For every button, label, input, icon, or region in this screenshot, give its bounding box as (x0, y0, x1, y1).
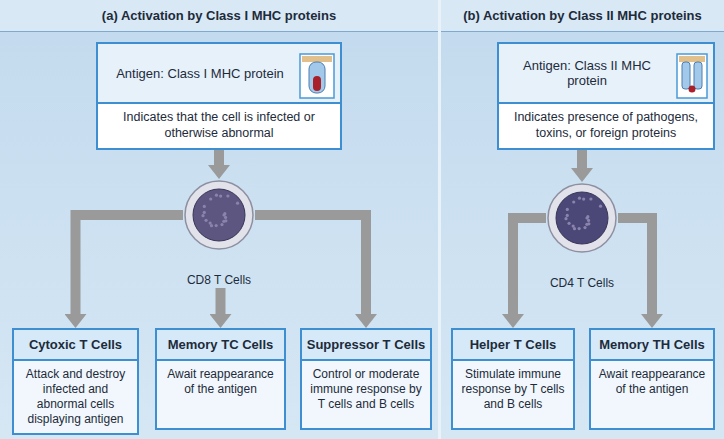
cell-type-description: Control or moderate immune response by T… (302, 361, 430, 428)
cell-membrane (548, 184, 616, 252)
mhc-chain (694, 62, 702, 89)
cell-nucleus (193, 189, 245, 241)
t-cell: CD8 T Cells (183, 179, 255, 288)
activation-arrow (513, 218, 546, 314)
mhc-molecule (309, 62, 325, 93)
peptide (689, 86, 696, 93)
chromatin-speck (215, 224, 218, 227)
cell-type-heading: Memory TC Cells (157, 330, 284, 361)
panel-region: Antigen: Class II MHC proteinIndicates p… (441, 0, 724, 439)
cell-drawing (183, 179, 255, 251)
chromatin-speck (223, 212, 226, 215)
antigen-description: Indicates presence of pathogens, toxins,… (499, 104, 713, 148)
chromatin-speck (573, 227, 576, 230)
chromatin-speck (209, 197, 212, 200)
chromatin-speck (201, 214, 204, 217)
chromatin-speck (566, 214, 569, 217)
activation-arrow (76, 215, 184, 314)
cell-type-box: Memory TH CellsAwait reappearance of the… (589, 328, 715, 430)
activation-arrow (214, 150, 224, 165)
chromatin-speck (203, 205, 206, 208)
chromatin-speck (587, 222, 590, 225)
chromatin-speck (226, 194, 229, 197)
peptide (313, 76, 321, 91)
panel-region: Antigen: Class I MHC proteinIndicates th… (0, 0, 438, 439)
cell-label: CD8 T Cells (187, 273, 251, 287)
chromatin-speck (566, 208, 569, 211)
cell-type-description: Await reappearance of the antigen (157, 361, 284, 428)
activation-arrow (577, 150, 587, 168)
icon-frame (300, 54, 334, 98)
cell-type-heading: Memory TH Cells (591, 330, 713, 361)
chromatin-speck (587, 219, 590, 222)
chromatin-speck (586, 215, 589, 218)
chromatin-speck (236, 202, 239, 205)
chromatin-speck (224, 219, 227, 222)
cell-membrane (185, 181, 253, 249)
cell-type-box: Memory TC CellsAwait reappearance of the… (155, 328, 286, 430)
membrane (302, 56, 332, 62)
chromatin-speck (572, 200, 575, 203)
chromatin-speck (224, 216, 227, 219)
antigen-box: Antigen: Class I MHC proteinIndicates th… (96, 42, 342, 150)
chromatin-speck (582, 197, 585, 200)
chromatin-speck (583, 226, 586, 229)
chromatin-speck (564, 217, 567, 220)
cell-type-heading: Helper T Cells (453, 330, 573, 361)
activation-arrow (618, 218, 652, 314)
cell-type-box: Helper T CellsStimulate immune response … (451, 328, 575, 430)
cell-type-heading: Cytoxic T Cells (14, 330, 137, 361)
activation-arrow (216, 288, 226, 314)
chromatin-speck (578, 197, 581, 200)
cell-label: CD4 T Cells (550, 276, 614, 290)
cell-type-description: Attack and destroy infected and abnormal… (14, 361, 137, 433)
cell-type-heading: Suppressor T Cells (302, 330, 430, 361)
membrane (679, 56, 705, 62)
icon-frame (677, 54, 707, 98)
class-one-mhc-icon (300, 54, 334, 98)
t-cell: CD4 T Cells (546, 182, 618, 291)
chromatin-speck (220, 223, 223, 226)
antigen-heading: Antigen: Class I MHC protein (98, 44, 340, 104)
class-two-mhc-icon (677, 54, 707, 98)
activation-arrow (255, 215, 366, 314)
cell-nucleus (556, 192, 608, 244)
cell-type-description: Stimulate immune response by T cells and… (453, 361, 573, 428)
panel-title: (a) Activation by Class I MHC proteins (0, 0, 438, 32)
chromatin-speck (599, 205, 602, 208)
antigen-description: Indicates that the cell is infected or o… (98, 104, 340, 148)
chromatin-speck (215, 194, 218, 197)
cell-drawing (546, 182, 618, 254)
chromatin-speck (567, 222, 570, 225)
cell-type-box: Suppressor T CellsControl or moderate im… (300, 328, 432, 430)
cell-type-description: Await reappearance of the antigen (591, 361, 713, 428)
cell-type-box: Cytoxic T CellsAttack and destroy infect… (12, 328, 139, 435)
chromatin-speck (210, 224, 213, 227)
chromatin-speck (589, 197, 592, 200)
chromatin-speck (578, 227, 581, 230)
antigen-box: Antigen: Class II MHC proteinIndicates p… (497, 42, 715, 150)
panel-title: (b) Activation by Class II MHC proteins (441, 0, 724, 32)
mhc-chain (682, 62, 690, 89)
chromatin-speck (219, 194, 222, 197)
chromatin-speck (204, 219, 207, 222)
chromatin-speck (203, 211, 206, 214)
antigen-heading: Antigen: Class II MHC protein (499, 44, 713, 104)
